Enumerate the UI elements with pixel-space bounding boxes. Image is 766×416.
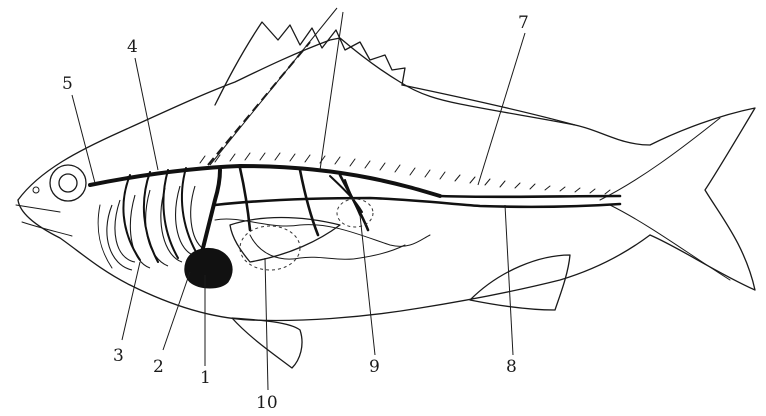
region-10-highlight	[240, 226, 300, 270]
posterior-cardinal-vein	[215, 198, 620, 207]
eye-outer	[50, 165, 86, 201]
body-lower-outline	[18, 200, 650, 321]
anal-fin	[470, 255, 570, 310]
nostril	[33, 187, 39, 193]
label-3: 3	[113, 346, 124, 366]
label-2: 2	[153, 357, 164, 377]
label-8: 8	[506, 357, 517, 377]
caudal-artery	[440, 196, 620, 197]
leader-4	[135, 58, 158, 170]
leader-5	[72, 95, 95, 183]
branchial-artery	[123, 175, 140, 260]
branchial-artery	[182, 168, 196, 252]
label-1: 1	[200, 368, 211, 388]
operculum-outline	[98, 205, 112, 268]
leader-8	[505, 205, 513, 355]
dorsal-fin-spiny	[215, 22, 405, 105]
eye	[33, 165, 86, 201]
label-7: 7	[518, 13, 529, 33]
kidney-vessel	[330, 176, 362, 215]
label-4: 4	[127, 37, 138, 57]
dorsal-aorta	[90, 166, 440, 196]
leader-9	[360, 215, 375, 355]
label-5: 5	[62, 74, 73, 94]
dorsal-fin-soft	[402, 85, 575, 125]
ventral-aorta	[200, 170, 220, 260]
heart	[185, 249, 232, 289]
leader-6b	[210, 8, 337, 165]
leader-2	[163, 272, 190, 350]
gut-loops	[250, 235, 405, 259]
mouth-outline	[16, 205, 72, 236]
gill-arch	[146, 190, 168, 266]
eye-inner	[59, 174, 77, 192]
gut-outline	[215, 219, 430, 246]
label-10: 10	[256, 393, 278, 413]
leader-3	[122, 262, 140, 340]
pectoral-fin	[230, 218, 340, 263]
leader-10	[265, 258, 268, 390]
label-9: 9	[369, 357, 380, 377]
